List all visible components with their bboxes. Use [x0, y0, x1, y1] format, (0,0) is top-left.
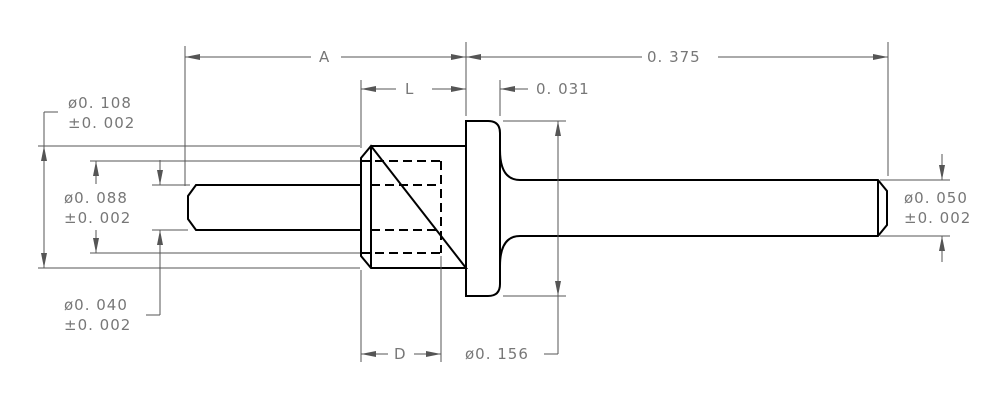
dim-flange-dia-label: ø0. 156 [465, 345, 529, 363]
dim-overall-length-label: 0. 375 [647, 48, 701, 66]
dim-bore-dia-tolerance: ±0. 002 [64, 209, 131, 227]
dim-flange-dia: ø0. 156 [465, 120, 566, 363]
dim-collar-thickness-label: 0. 031 [536, 80, 590, 98]
body-hub [360, 144, 469, 269]
shaft [499, 149, 888, 267]
hidden-bore [361, 160, 442, 254]
dim-length-l-label: L [405, 80, 414, 98]
dim-depth-d-label: D [394, 345, 407, 363]
dim-bore-dia: ø0. 088 ±0. 002 [64, 160, 360, 254]
part-outline [187, 120, 888, 297]
dim-pin-dia: ø0. 040 ±0. 002 [64, 160, 190, 334]
dim-body-dia: ø0. 108 ±0. 002 [38, 94, 360, 269]
dim-pin-dia-value: ø0. 040 [64, 296, 128, 314]
dim-length-a: A [184, 46, 466, 186]
dim-pin-dia-tolerance: ±0. 002 [64, 316, 131, 334]
dim-length-l: L [360, 80, 467, 148]
dim-shaft-dia: ø0. 050 ±0. 002 [880, 154, 971, 262]
dim-depth-d: D [360, 256, 442, 363]
dim-bore-dia-value: ø0. 088 [64, 189, 128, 207]
dim-length-a-label: A [319, 48, 330, 66]
dim-overall-length: 0. 375 [465, 42, 889, 176]
dim-shaft-dia-tolerance: ±0. 002 [904, 209, 971, 227]
dim-body-dia-value: ø0. 108 [68, 94, 132, 112]
dim-shaft-dia-value: ø0. 050 [904, 189, 968, 207]
dim-body-dia-tolerance: ±0. 002 [68, 114, 135, 132]
dim-collar-thickness: 0. 031 [499, 80, 590, 116]
left-pin [187, 184, 361, 231]
flange [465, 120, 501, 297]
